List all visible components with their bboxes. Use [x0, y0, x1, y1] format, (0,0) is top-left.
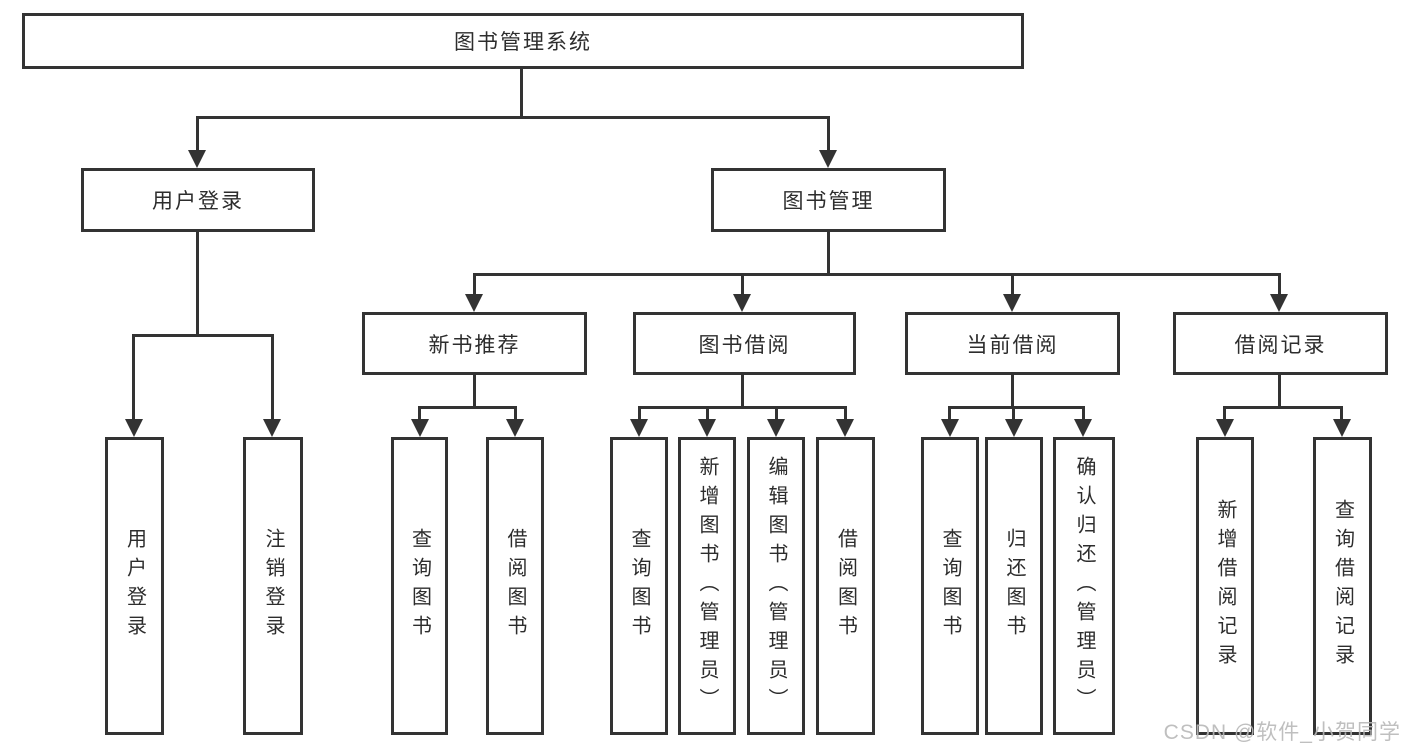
connector-line [1340, 406, 1343, 421]
node-leaf-add-book-admin: 新增图书（管理员） [678, 437, 736, 735]
node-leaf-return-book: 归还图书 [985, 437, 1043, 735]
node-root: 图书管理系统 [22, 13, 1024, 69]
connector-line [948, 406, 1085, 409]
connector-line [520, 69, 523, 118]
node-leaf-query-books-3-label: 查询图书 [939, 528, 961, 644]
node-root-label: 图书管理系统 [454, 31, 592, 54]
arrow-down-icon [836, 419, 854, 437]
connector-line [827, 232, 830, 276]
node-current-borrow-label: 当前借阅 [966, 333, 1059, 357]
arrow-down-icon [698, 419, 716, 437]
node-borrow-records: 借阅记录 [1173, 312, 1388, 375]
connector-line [418, 406, 421, 421]
node-current-borrow: 当前借阅 [905, 312, 1120, 375]
arrow-down-icon [1216, 419, 1234, 437]
arrow-down-icon [733, 294, 751, 312]
arrow-down-icon [188, 150, 206, 168]
connector-line [706, 406, 709, 421]
node-leaf-edit-book-admin: 编辑图书（管理员） [747, 437, 805, 735]
node-leaf-add-borrow-record: 新增借阅记录 [1196, 437, 1254, 735]
connector-line [196, 232, 199, 337]
node-leaf-add-borrow-record-label: 新增借阅记录 [1214, 499, 1236, 673]
node-leaf-borrow-books-2-label: 借阅图书 [834, 528, 857, 644]
connector-line [844, 406, 847, 421]
node-leaf-logout-label: 注销登录 [262, 528, 284, 644]
arrow-down-icon [125, 419, 143, 437]
connector-line [418, 406, 517, 409]
arrow-down-icon [1333, 419, 1351, 437]
node-leaf-query-borrow-record-label: 查询借阅记录 [1331, 499, 1354, 673]
node-user-login: 用户登录 [81, 168, 315, 232]
arrow-down-icon [1003, 294, 1021, 312]
node-leaf-query-books-2: 查询图书 [610, 437, 668, 735]
arrow-down-icon [1074, 419, 1092, 437]
node-new-book-recommend: 新书推荐 [362, 312, 587, 375]
arrow-down-icon [1005, 419, 1023, 437]
node-new-book-recommend-label: 新书推荐 [428, 333, 521, 357]
arrow-down-icon [411, 419, 429, 437]
node-leaf-logout: 注销登录 [243, 437, 303, 735]
node-leaf-borrow-books-1: 借阅图书 [486, 437, 544, 735]
arrow-down-icon [506, 419, 524, 437]
node-leaf-query-books-3: 查询图书 [921, 437, 979, 735]
connector-line [1012, 406, 1015, 421]
arrow-down-icon [263, 419, 281, 437]
connector-line [741, 273, 744, 297]
node-leaf-query-books-1: 查询图书 [391, 437, 448, 735]
connector-line [196, 116, 199, 152]
arrow-down-icon [630, 419, 648, 437]
node-leaf-add-book-admin-label: 新增图书（管理员） [696, 455, 718, 717]
connector-line [132, 334, 135, 421]
connector-line [1082, 406, 1085, 421]
connector-line [1011, 375, 1014, 409]
arrow-down-icon [1270, 294, 1288, 312]
connector-line [827, 116, 830, 152]
connector-line [132, 334, 274, 337]
node-leaf-user-login-label: 用户登录 [123, 528, 146, 644]
node-leaf-edit-book-admin-label: 编辑图书（管理员） [765, 455, 787, 717]
node-leaf-borrow-books-2: 借阅图书 [816, 437, 875, 735]
arrow-down-icon [767, 419, 785, 437]
connector-line [1011, 273, 1014, 297]
node-book-management-label: 图书管理 [782, 190, 875, 213]
connector-line [514, 406, 517, 421]
node-leaf-return-book-label: 归还图书 [1003, 528, 1025, 644]
connector-line [948, 406, 951, 421]
node-borrow-records-label: 借阅记录 [1234, 333, 1327, 357]
connector-line [271, 334, 274, 421]
connector-line [1278, 273, 1281, 297]
connector-line [473, 273, 476, 297]
node-leaf-query-borrow-record: 查询借阅记录 [1313, 437, 1372, 735]
node-leaf-query-books-2-label: 查询图书 [628, 528, 650, 644]
arrow-down-icon [941, 419, 959, 437]
connector-line [1278, 375, 1281, 409]
connector-line [741, 375, 744, 409]
connector-line [473, 375, 476, 409]
arrow-down-icon [465, 294, 483, 312]
node-leaf-user-login: 用户登录 [105, 437, 164, 735]
node-leaf-borrow-books-1-label: 借阅图书 [504, 528, 526, 644]
connector-line [473, 273, 1281, 276]
connector-line [197, 116, 830, 119]
node-leaf-query-books-1-label: 查询图书 [408, 528, 431, 644]
connector-line [1223, 406, 1343, 409]
connector-line [1223, 406, 1226, 421]
node-leaf-confirm-return-admin-label: 确认归还（管理员） [1073, 455, 1095, 717]
csdn-watermark: CSDN @软件_小贺同学 [1163, 721, 1401, 744]
node-user-login-label: 用户登录 [152, 190, 244, 213]
connector-line [638, 406, 847, 409]
arrow-down-icon [819, 150, 837, 168]
node-leaf-confirm-return-admin: 确认归还（管理员） [1053, 437, 1115, 735]
connector-line [638, 406, 641, 421]
node-book-borrow-label: 图书借阅 [698, 333, 791, 357]
node-book-management: 图书管理 [711, 168, 946, 232]
connector-line [775, 406, 778, 421]
node-book-borrow: 图书借阅 [633, 312, 856, 375]
